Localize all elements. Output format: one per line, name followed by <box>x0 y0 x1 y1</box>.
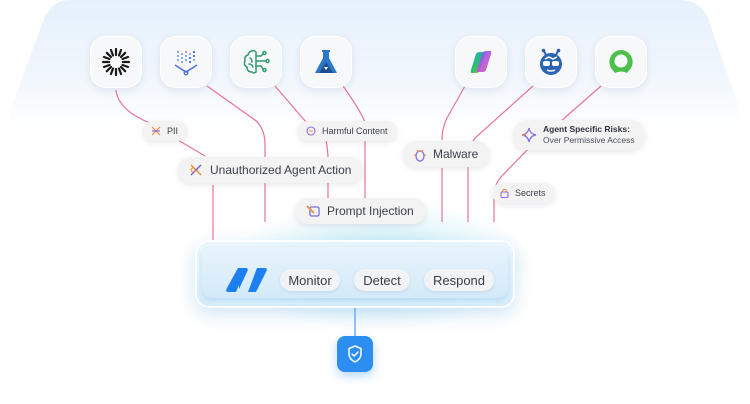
shield-check-icon <box>348 345 362 363</box>
risk-label-secrets: Secrets <box>515 188 546 198</box>
robot-glasses-icon <box>540 48 562 75</box>
pii-icon <box>151 126 161 136</box>
hub-action-monitor[interactable]: Monitor <box>280 269 340 291</box>
risk-label-unauthorized: Unauthorized Agent Action <box>210 163 352 177</box>
brand-logo-icon <box>226 268 267 292</box>
hub-action-respond[interactable]: Respond <box>424 269 494 291</box>
risk-tag-prompt-injection[interactable]: Prompt Injection <box>295 198 426 224</box>
line-app2-down <box>206 85 266 222</box>
risk-tag-agent-specific-risks[interactable]: Agent Specific Risks: Over Permissive Ac… <box>513 120 645 150</box>
line-pii-unauth <box>177 139 206 157</box>
line-app7-agentrisk <box>559 85 602 123</box>
bug-icon <box>413 146 427 162</box>
brain-circuit-icon <box>243 50 270 74</box>
risk-tag-malware[interactable]: Malware <box>403 141 491 167</box>
funnel-dots-icon <box>174 51 198 76</box>
app-tile-sunburst[interactable] <box>90 36 142 88</box>
risk-tag-secrets[interactable]: Secrets <box>492 183 555 203</box>
hub-action-detect[interactable]: Detect <box>354 269 410 291</box>
risk-tag-unauthorized-agent-action[interactable]: Unauthorized Agent Action <box>178 157 364 183</box>
prompt-injection-icon <box>305 203 321 219</box>
sunburst-ring-icon <box>101 47 131 77</box>
risk-label-agent-risks-sub: Over Permissive Access <box>543 135 635 145</box>
app-tile-ring[interactable] <box>595 36 647 88</box>
shield-button[interactable] <box>337 336 373 372</box>
app-tile-vector-db[interactable] <box>160 36 212 88</box>
line-app1-pii <box>115 89 151 124</box>
line-app5-malware <box>441 85 466 141</box>
risk-tag-harmful-content[interactable]: Harmful Content <box>298 121 397 141</box>
lock-icon <box>500 188 509 198</box>
copilot-icon <box>470 51 492 73</box>
sparkle-icon <box>521 127 537 143</box>
risk-label-prompt-injection: Prompt Injection <box>327 204 414 218</box>
risk-label-harmful: Harmful Content <box>322 126 388 136</box>
hub-inner: Monitor Detect Respond <box>202 247 508 298</box>
risk-label-agent-risks-title: Agent Specific Risks: <box>543 124 630 134</box>
app-tile-azure-ml[interactable] <box>300 36 352 88</box>
line-app3-harmful <box>274 85 307 123</box>
app-tile-copilot[interactable] <box>455 36 507 88</box>
harmful-content-icon <box>306 126 316 136</box>
green-ring-icon <box>609 50 633 73</box>
risk-label-malware: Malware <box>433 147 479 161</box>
app-tile-bot[interactable] <box>525 36 577 88</box>
security-hub: Monitor Detect Respond <box>195 240 515 308</box>
app-tile-ai-brain[interactable] <box>230 36 282 88</box>
unauthorized-icon <box>188 162 204 178</box>
risk-label-pii: PII <box>167 126 179 136</box>
risk-tag-pii[interactable]: PII <box>143 121 188 141</box>
flask-icon <box>315 50 337 73</box>
